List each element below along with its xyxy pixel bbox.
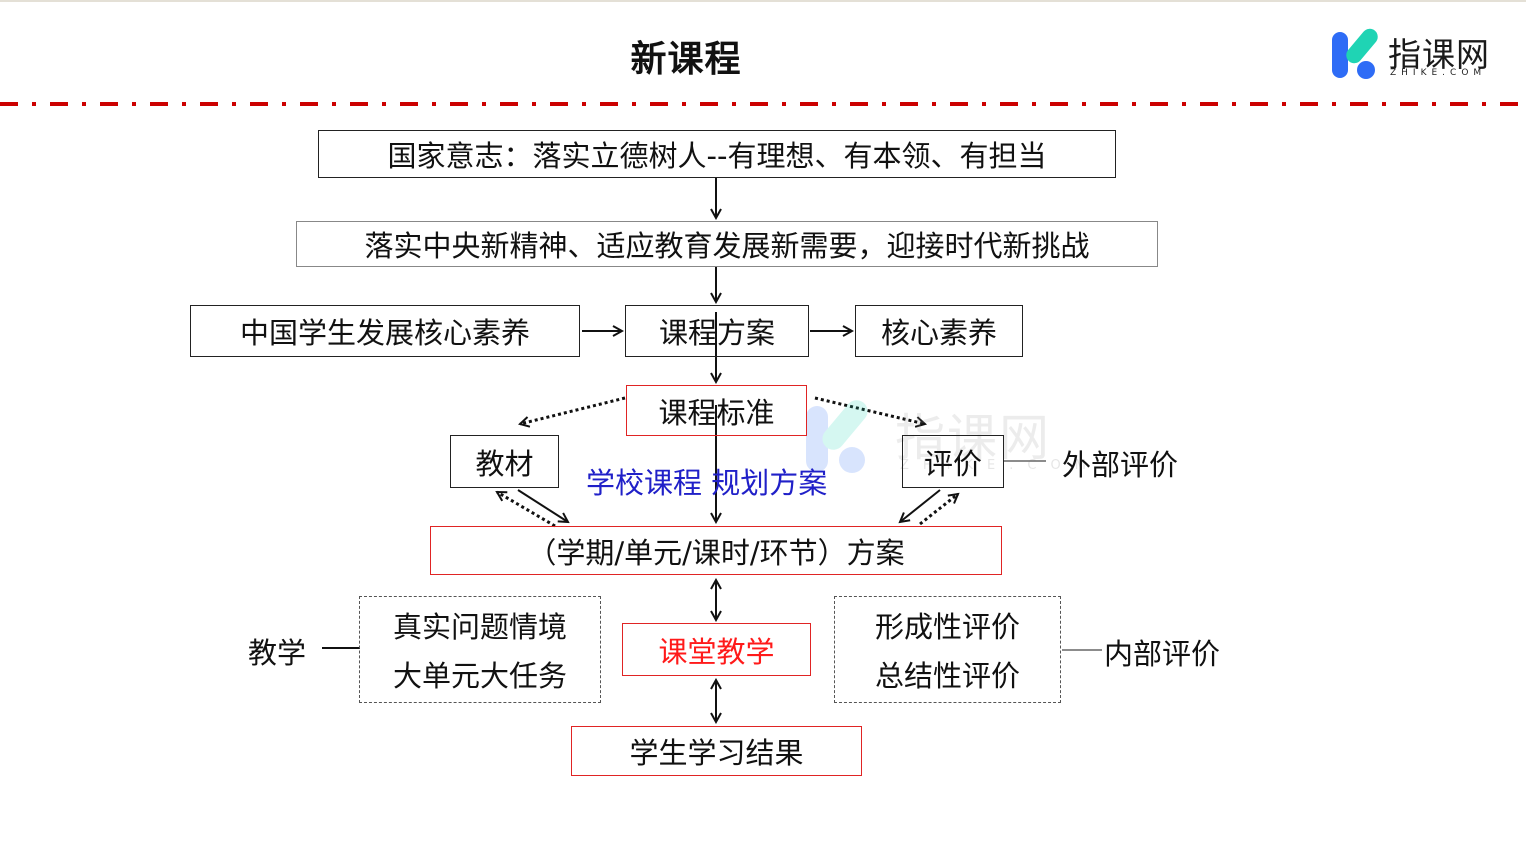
core-literacy-box: 核心素养 bbox=[855, 305, 1023, 357]
curriculum-plan-text: 课程方案 bbox=[658, 316, 775, 350]
zhike-logo: 指课网 ZHIKE.COM bbox=[1330, 28, 1510, 84]
logo-k-icon bbox=[1332, 28, 1378, 79]
teaching-label: 教学 bbox=[248, 636, 307, 670]
teaching-item: 大单元大任务 bbox=[392, 658, 567, 693]
evaluation-text: 评价 bbox=[923, 446, 982, 481]
core-literacy-text: 核心素养 bbox=[880, 316, 997, 350]
curriculum-standard-text: 课程标准 bbox=[658, 395, 775, 430]
core-literacy-source-text: 中国学生发展核心素养 bbox=[239, 316, 530, 350]
central-spirit-box: 落实中央新精神、适应教育发展新需要，迎接时代新挑战 bbox=[296, 221, 1158, 267]
slide-title: 新课程 bbox=[630, 39, 742, 80]
school-plan-label: 学校课程 规划方案 bbox=[586, 466, 828, 500]
teaching-items-box: 真实问题情境 大单元大任务 bbox=[359, 596, 601, 703]
evaluation-box: 评价 bbox=[902, 435, 1004, 488]
unit-plan-box: （学期/单元/课时/环节）方案 bbox=[430, 526, 1002, 575]
logo-domain: ZHIKE.COM bbox=[1390, 68, 1487, 78]
arrow-textbook-to-unit-plan bbox=[517, 489, 568, 522]
textbook-box: 教材 bbox=[450, 435, 559, 488]
teaching-item: 真实问题情境 bbox=[392, 610, 567, 645]
learning-outcome-text: 学生学习结果 bbox=[629, 736, 804, 770]
dotted-arrow-standard-to-textbook bbox=[520, 396, 626, 424]
textbook-text: 教材 bbox=[475, 446, 534, 481]
evaluation-item: 形成性评价 bbox=[874, 610, 1020, 645]
dotted-arrow-standard-to-evaluation bbox=[814, 396, 925, 424]
arrow-evaluation-to-unit-plan bbox=[900, 489, 941, 522]
internal-evaluation-label: 内部评价 bbox=[1104, 637, 1221, 671]
national-will-box: 国家意志：落实立德树人--有理想、有本领、有担当 bbox=[318, 130, 1116, 178]
curriculum-plan-box: 课程方案 bbox=[625, 305, 809, 357]
dotted-arrow-unit-plan-to-textbook bbox=[497, 490, 556, 528]
external-evaluation-label: 外部评价 bbox=[1062, 448, 1179, 482]
classroom-teaching-box: 课堂教学 bbox=[622, 623, 811, 676]
classroom-teaching-text: 课堂教学 bbox=[658, 634, 775, 669]
unit-plan-text: （学期/单元/课时/环节）方案 bbox=[527, 535, 905, 570]
evaluation-item: 总结性评价 bbox=[874, 658, 1020, 693]
logo-name: 指课网 bbox=[1388, 35, 1490, 74]
core-literacy-source-box: 中国学生发展核心素养 bbox=[190, 305, 580, 357]
learning-outcome-box: 学生学习结果 bbox=[571, 726, 862, 776]
curriculum-standard-box: 课程标准 bbox=[626, 385, 807, 436]
dotted-arrow-unit-plan-to-evaluation bbox=[919, 494, 958, 526]
national-will-text: 国家意志：落实立德树人--有理想、有本领、有担当 bbox=[387, 139, 1047, 173]
evaluation-items-box: 形成性评价 总结性评价 bbox=[834, 596, 1061, 703]
central-spirit-text: 落实中央新精神、适应教育发展新需要，迎接时代新挑战 bbox=[364, 229, 1090, 263]
top-border bbox=[0, 0, 1526, 2]
